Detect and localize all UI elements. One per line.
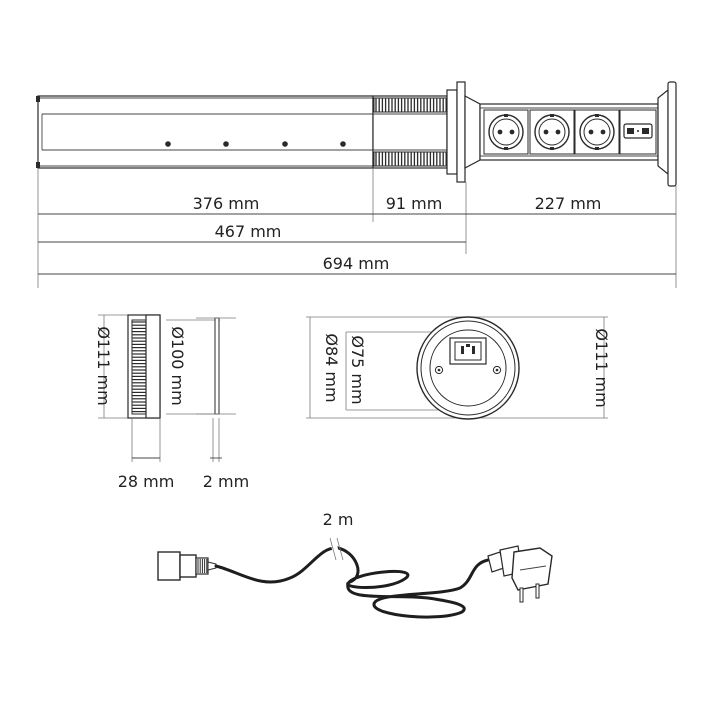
dim-side-inner-diameter: Ø100 mm bbox=[168, 326, 187, 405]
schuko-plug-icon bbox=[487, 545, 553, 603]
schuko-socket-icon bbox=[529, 109, 575, 155]
tower-flange bbox=[446, 81, 481, 183]
schuko-socket-icon bbox=[483, 109, 529, 155]
tower-tube bbox=[36, 95, 374, 169]
flange-side-profile: Ø111 mm Ø100 mm 28 mm 2 mm bbox=[94, 314, 249, 491]
dim-top-diameter-75: Ø75 mm bbox=[348, 335, 367, 404]
power-cable: 2 m bbox=[157, 510, 553, 619]
dim-side-outer-diameter: Ø111 mm bbox=[94, 326, 113, 405]
dim-length-376: 376 mm bbox=[193, 194, 260, 213]
length-dimensions: 376 mm 91 mm 227 mm 467 mm 694 mm bbox=[37, 168, 677, 288]
tower-side-view bbox=[36, 81, 677, 187]
dim-top-diameter-111: Ø111 mm bbox=[592, 328, 611, 407]
usb-charger-icon bbox=[619, 109, 657, 155]
dim-side-flange: 2 mm bbox=[203, 472, 249, 491]
dim-length-91: 91 mm bbox=[386, 194, 443, 213]
round-top-view: Ø84 mm Ø75 mm Ø111 mm bbox=[306, 316, 611, 420]
socket-block bbox=[479, 103, 659, 161]
threaded-collar bbox=[372, 95, 448, 169]
dim-length-694: 694 mm bbox=[323, 254, 390, 273]
dim-cable-length: 2 m bbox=[323, 510, 354, 529]
dim-length-227: 227 mm bbox=[535, 194, 602, 213]
dim-side-depth: 28 mm bbox=[118, 472, 175, 491]
schuko-socket-icon bbox=[574, 109, 620, 155]
dim-top-diameter-84: Ø84 mm bbox=[322, 333, 341, 402]
iec-c20-inlet-icon bbox=[449, 337, 487, 365]
iec-connector-icon bbox=[157, 551, 217, 581]
tower-end-cap bbox=[657, 81, 677, 187]
dim-length-467: 467 mm bbox=[215, 222, 282, 241]
